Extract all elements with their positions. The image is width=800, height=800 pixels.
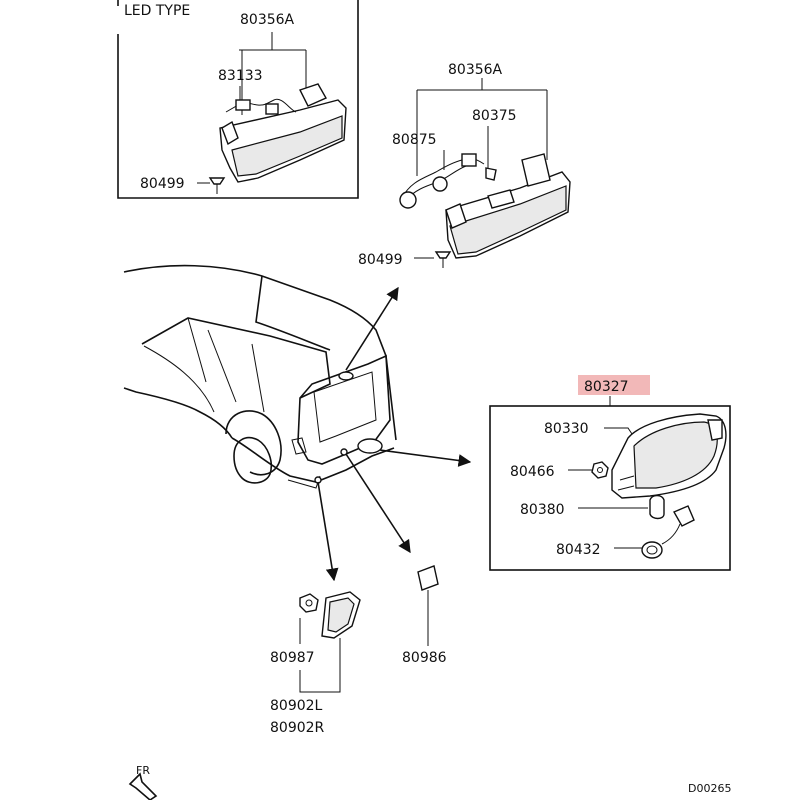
screw-icon [208,177,226,194]
leader-80356a-led [239,32,307,115]
label-80986: 80986 [402,650,447,666]
screw-icon [434,251,452,268]
pad-icon [417,565,439,591]
label-80499-led: 80499 [140,176,185,192]
callout-arrows [317,286,472,582]
label-highlight [578,375,650,395]
high-mount-lamp-location [338,371,354,381]
label-80380: 80380 [520,502,565,518]
rear-lamp-body [611,413,727,499]
label-80432: 80432 [556,542,601,558]
arrow-to-pad [345,453,411,554]
label-83133: 83133 [218,68,263,84]
label-80987: 80987 [270,650,315,666]
inset-title: LED TYPE [124,3,190,19]
label-80466: 80466 [510,464,555,480]
socket-icon [641,541,663,559]
label-80902r: 80902R [270,720,325,736]
leader-reflector [299,618,341,693]
std-lamp-housing [445,153,571,259]
front-arrow-icon [128,772,158,800]
arrow-to-lamp-assy [379,449,472,467]
led-type-inset: LED TYPE 80356A 83133 80499 [117,0,359,199]
lamp-assy-group: 80327 80330 80466 80380 80432 [489,375,731,571]
diagram-code: D00265 [688,782,731,795]
label-80327: 80327 [584,379,629,395]
label-80356a-std: 80356A [448,62,503,78]
standard-lamp-group: 80356A 80375 80875 80499 [358,62,571,268]
label-80499-std: 80499 [358,252,403,268]
nut-icon [591,461,609,479]
led-lamp-housing [219,83,347,183]
side-lamp-location [357,438,383,454]
nut-icon [299,593,319,613]
reflector-group: 80987 80902L 80902R [270,591,361,736]
reflector-icon [321,591,361,639]
bulb-icon [649,494,665,520]
label-80375: 80375 [472,108,517,124]
direction-indicator: FR [128,764,158,800]
bulb-icon [485,167,497,181]
label-80875: 80875 [392,132,437,148]
wire-harness [399,153,497,209]
vehicle-outline [123,264,397,489]
label-80902l: 80902L [270,698,323,714]
label-80330: 80330 [544,421,589,437]
arrow-to-high-mount-lamp [345,286,399,371]
leader-80356a-std [416,78,548,176]
lamp-assy-box [489,405,731,571]
pad-group: 80986 [402,565,447,666]
socket-harness [661,505,695,545]
arrow-to-reflector [317,481,339,582]
inset-border [117,0,359,199]
label-80356a-led: 80356A [240,12,295,28]
